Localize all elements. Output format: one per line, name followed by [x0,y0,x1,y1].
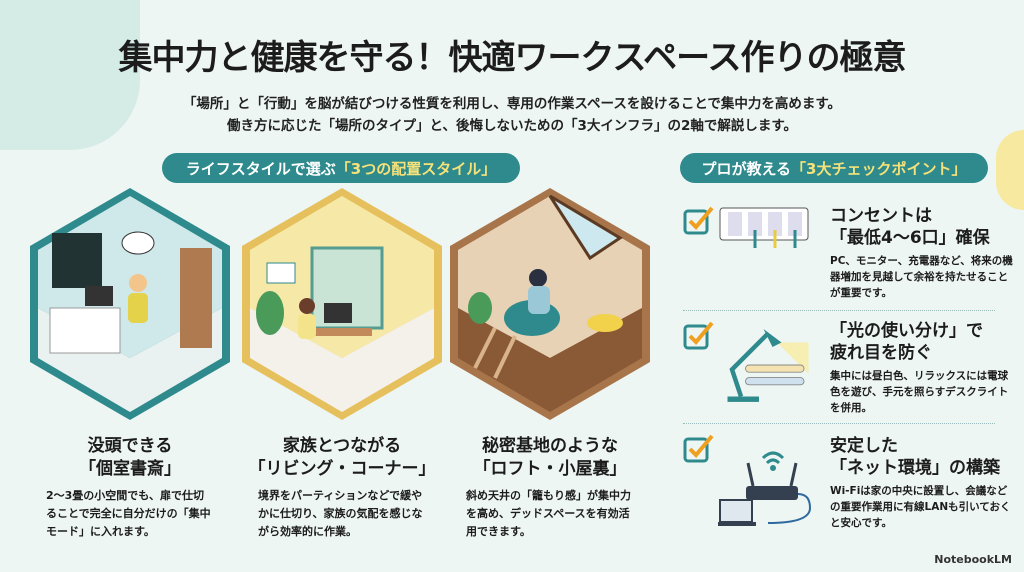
section-pill-styles: ライフスタイルで選ぶ「3つの配置スタイル」 [162,153,520,183]
checkpoint-outlets: コンセントは 「最低4〜6口」確保 PC、モニター、充電器など、将来の機器増加を… [830,205,1015,301]
loft-illustration [450,188,650,420]
divider [683,423,995,424]
checkpoint-title: 「ネット環境」の構築 [830,458,1000,478]
style-heading: 秘密基地のような [482,436,618,456]
checkpoint-title: 「最低4〜6口」確保 [830,228,990,248]
style-description: 境界をパーティションなどで緩やかに仕切り、家族の気配を感じながら効率的に作業。 [258,489,423,538]
pill-highlight: 「3つの配置スタイル」 [335,159,497,178]
page-title: 集中力と健康を守る！快適ワークスペース作りの極意 [118,38,907,78]
style-heading: 家族とつながる [282,436,402,456]
pill-text: プロが教える [701,159,792,178]
checkpoint-description: PC、モニター、充電器など、将来の機器増加を見越して余裕を持たせることが重要です… [830,255,1013,299]
living-corner-illustration [242,188,442,420]
checkpoint-title: 疲れ目を防ぐ [830,343,932,363]
divider [683,310,995,311]
checkbox-checked-icon [683,321,714,350]
subtitle-line: 働き方に応じた「場所のタイプ」と、後悔しないための「3大インフラ」の2軸で解説し… [227,118,797,134]
style-description: 斜め天井の「籠もり感」が集中力を高め、デッドスペースを有効活用できます。 [466,489,631,538]
pill-text: ライフスタイルで選ぶ [185,159,336,178]
checkpoint-title: コンセントは [830,206,932,226]
style-card-private-study: 没頭できる 「個室書斎」 2〜3畳の小空間でも、扉で仕切ることで完全に自分だけの… [30,435,230,541]
style-card-living-corner: 家族とつながる 「リビング・コーナー」 境界をパーティションなどで緩やかに仕切り… [242,435,442,541]
bg-decoration [0,0,140,150]
section-pill-checkpoints: プロが教える「3大チェックポイント」 [680,153,988,183]
style-heading: 「個室書斎」 [79,459,181,479]
style-heading: 没頭できる [87,436,173,456]
checkpoint-description: 集中には昼白色、リラックスには電球色を遊び、手元を照らすデスクライトを併用。 [830,370,1009,414]
checkpoint-network: 安定した 「ネット環境」の構築 Wi-Fiは家の中央に設置し、会議などの重要作業… [830,435,1015,531]
checkpoint-description: Wi-Fiは家の中央に設置し、会議などの重要作業用に有線LANも引いておくと安心… [830,485,1011,529]
outlet-icon [719,207,809,248]
desk-lamp-icon [727,329,809,402]
private-study-illustration [30,188,230,420]
checkpoint-lighting: 「光の使い分け」で 疲れ目を防ぐ 集中には昼白色、リラックスには電球色を遊び、手… [830,320,1015,416]
checkbox-checked-icon [683,206,714,235]
bg-decoration [996,130,1024,210]
style-heading: 「ロフト・小屋裏」 [473,459,627,479]
checkbox-checked-icon [683,434,714,463]
checkpoint-title: 安定した [830,436,898,456]
subtitle-line: 「場所」と「行動」を脳が結びつける性質を利用し、専用の作業スペースを設けることで… [182,96,842,112]
brand-logo: NotebookLM [934,553,1012,566]
style-description: 2〜3畳の小空間でも、扉で仕切ることで完全に自分だけの「集中モード」に入れます。 [46,489,211,538]
checkpoint-title: 「光の使い分け」で [830,321,983,341]
style-card-loft: 秘密基地のような 「ロフト・小屋裏」 斜め天井の「籠もり感」が集中力を高め、デッ… [450,435,650,541]
pill-highlight: 「3大チェックポイント」 [791,159,967,178]
router-icon [718,451,812,526]
style-heading: 「リビング・コーナー」 [248,459,436,479]
